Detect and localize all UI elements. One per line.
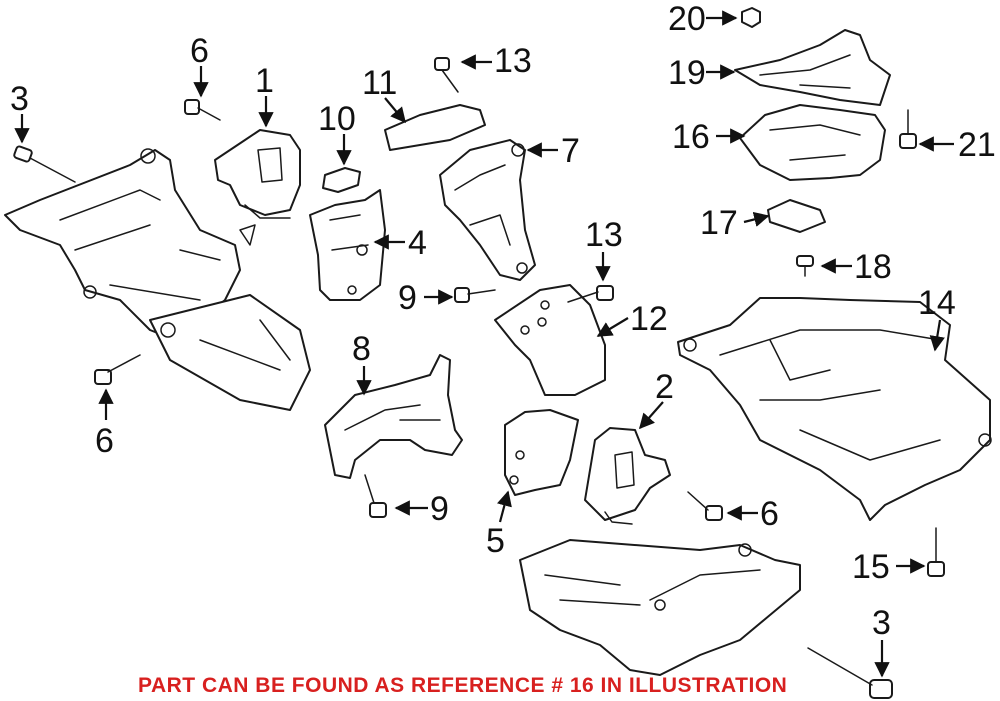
pad-10 <box>322 167 361 193</box>
callout-13-mid: 13 <box>585 216 623 254</box>
nut-20 <box>741 7 761 28</box>
callout-6-top: 6 <box>190 32 209 70</box>
bolt-6-right <box>687 491 723 521</box>
leader-arrows <box>14 10 954 678</box>
bracket-19 <box>734 29 891 106</box>
callout-15: 15 <box>852 548 890 586</box>
callout-11: 11 <box>362 64 397 102</box>
callout-12: 12 <box>630 300 668 338</box>
callout-8: 8 <box>352 330 371 368</box>
pad-17 <box>767 199 826 233</box>
front-subframe <box>4 148 311 411</box>
callout-3-top: 3 <box>10 80 29 118</box>
callout-10: 10 <box>318 100 356 138</box>
callout-18: 18 <box>854 248 892 286</box>
bracket-5 <box>504 409 579 496</box>
callout-9-mid: 9 <box>398 279 417 317</box>
callout-20: 20 <box>668 0 706 38</box>
callout-7: 7 <box>561 132 580 170</box>
callout-14: 14 <box>918 284 956 322</box>
bolt-18 <box>796 255 814 277</box>
bolt-15 <box>927 527 945 577</box>
bolt-6-top <box>184 99 221 121</box>
callout-16: 16 <box>672 118 710 156</box>
bracket-4 <box>309 189 386 301</box>
bolt-3-top <box>13 145 76 183</box>
bolt-13-top <box>434 57 459 93</box>
callout-2: 2 <box>655 368 674 406</box>
bolt-3-bottom <box>807 647 893 699</box>
callout-4: 4 <box>408 224 427 262</box>
callout-6-right: 6 <box>760 495 779 533</box>
bolt-6-left <box>94 354 141 385</box>
callout-9-bottom: 9 <box>430 490 449 528</box>
callout-3-bottom: 3 <box>872 604 891 642</box>
transmission-mount-16 <box>739 104 886 181</box>
crossmember <box>519 539 801 676</box>
callout-19: 19 <box>668 54 706 92</box>
cover-12 <box>494 284 606 396</box>
engine-mount-2 <box>584 427 671 525</box>
bolt-13-mid <box>567 285 614 303</box>
reference-note: PART CAN BE FOUND AS REFERENCE # 16 IN I… <box>138 674 787 697</box>
rear-subframe-14 <box>677 297 992 521</box>
callout-6-left: 6 <box>95 422 114 460</box>
callout-17: 17 <box>700 204 738 242</box>
callout-13-top: 13 <box>494 42 532 80</box>
bolt-9-left <box>454 287 496 303</box>
bolt-21 <box>899 109 917 149</box>
callout-5: 5 <box>486 522 505 560</box>
heat-shield-11 <box>384 104 486 151</box>
callout-21: 21 <box>958 126 996 164</box>
bracket-7 <box>439 139 536 281</box>
callout-1: 1 <box>255 62 274 100</box>
bolt-9-bottom <box>364 474 387 518</box>
bracket-8 <box>324 354 463 479</box>
engine-mount-1 <box>214 129 301 219</box>
